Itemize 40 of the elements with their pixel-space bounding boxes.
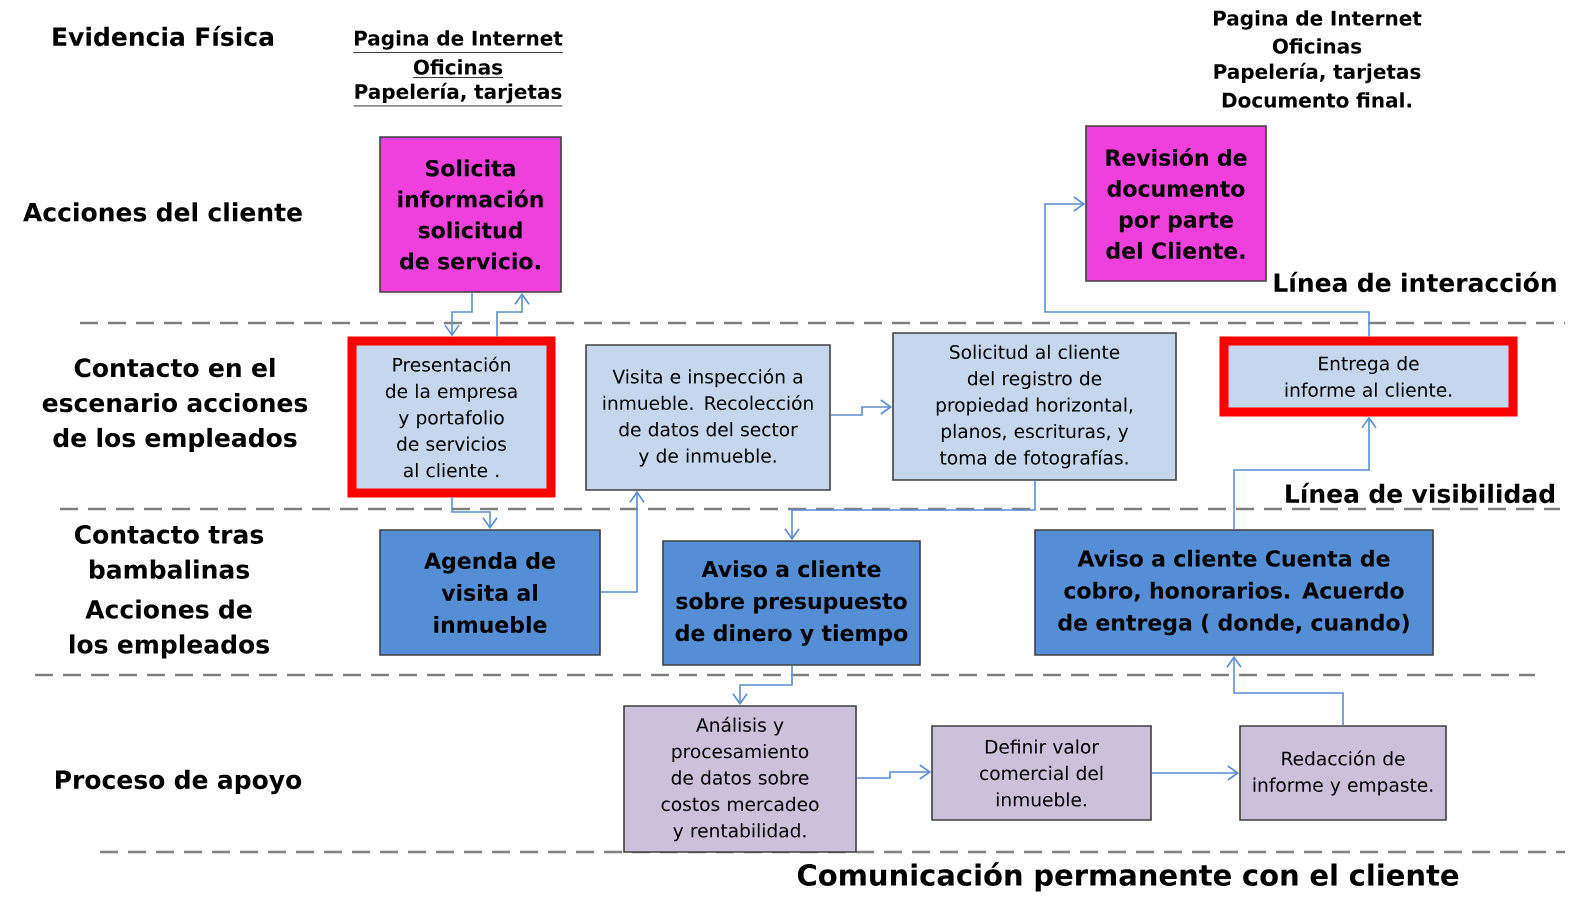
evidence-text: Papelería, tarjetas bbox=[1214, 62, 1421, 84]
arrow bbox=[1151, 765, 1240, 781]
heading: Contacto en el escenario acciones de los empleados bbox=[42, 357, 308, 453]
heading: Evidencia Física bbox=[53, 25, 274, 47]
process-box: Análisis y procesamiento de datos sobre costos mercadeo y rentabilidad. bbox=[623, 705, 857, 853]
evidence-text: Pagina de Internet bbox=[1214, 10, 1422, 30]
process-box: Agenda de visita al inmueble bbox=[379, 529, 601, 656]
arrow bbox=[784, 480, 1036, 541]
arrow bbox=[856, 764, 932, 780]
evidence-text: Papelería, tarjetas bbox=[353, 82, 563, 107]
process-box: Presentación de la empresa y portafolio de servicios al cliente . bbox=[347, 336, 556, 498]
arrow bbox=[1226, 655, 1344, 726]
arrow bbox=[444, 292, 473, 337]
heading: Acciones del cliente bbox=[23, 202, 302, 222]
process-box: Solicitud al cliente del registro de propiedad horizontal, planos, escrituras, y toma de fotografías. bbox=[892, 332, 1177, 481]
arrow bbox=[1044, 196, 1370, 338]
process-box: Definir valor comercial del inmueble. bbox=[931, 725, 1152, 821]
process-box: Aviso a cliente Cuenta de cobro, honorarios. Acuerdo de entrega ( donde, cuando) bbox=[1034, 529, 1434, 656]
arrow bbox=[600, 490, 645, 593]
heading: Proceso de apoyo bbox=[56, 769, 302, 795]
arrow bbox=[1233, 416, 1377, 530]
process-box: Revisión de documento por parte del Cliente. bbox=[1085, 125, 1267, 282]
arrow bbox=[732, 665, 793, 706]
arrow bbox=[496, 292, 530, 338]
footer-text: Comunicación permanente con el cliente bbox=[797, 862, 1459, 892]
arrow bbox=[451, 496, 498, 530]
process-box: Visita e inspección a inmueble. Recolección de datos del sector y de inmueble. bbox=[585, 344, 831, 491]
heading: Línea de interacción bbox=[1274, 271, 1556, 293]
heading: Línea de visibilidad bbox=[1286, 482, 1555, 504]
heading: Acciones de los empleados bbox=[70, 599, 269, 659]
process-box: Redacción de informe y empaste. bbox=[1239, 725, 1447, 821]
heading: Contacto tras bambalinas bbox=[75, 525, 264, 579]
evidence-text: Oficinas bbox=[412, 59, 504, 78]
evidence-text: Oficinas bbox=[1272, 38, 1362, 54]
evidence-text: Pagina de Internet bbox=[352, 30, 564, 53]
process-box: Aviso a cliente sobre presupuesto de dinero y tiempo bbox=[662, 540, 921, 666]
process-box: Entrega de informe al cliente. bbox=[1219, 336, 1518, 417]
arrow bbox=[830, 399, 893, 416]
evidence-text: Documento final. bbox=[1222, 92, 1411, 108]
process-box: Solicita información solicitud de servicio. bbox=[379, 136, 562, 293]
